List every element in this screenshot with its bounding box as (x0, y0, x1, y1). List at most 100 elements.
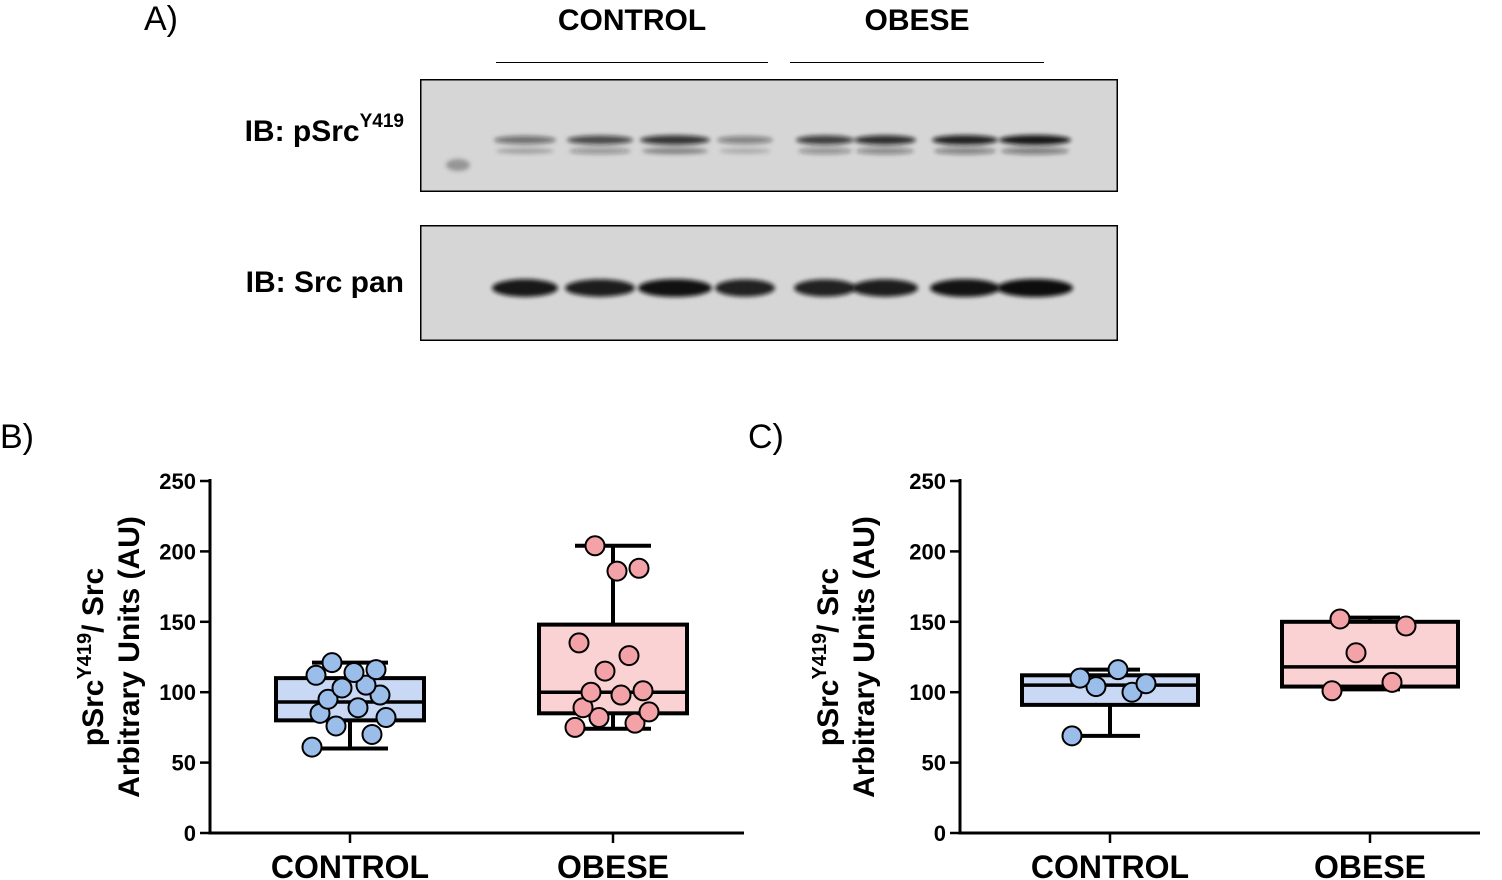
panel-a-letter: A) (144, 0, 178, 38)
blot-ladder-marker (446, 159, 470, 171)
blot-band (997, 279, 1073, 297)
blot-band (854, 135, 916, 155)
blot-group-rule-obese (790, 62, 1044, 63)
data-point (624, 712, 646, 734)
data-point (317, 688, 339, 710)
blot-membrane-psrc (420, 79, 1118, 192)
y-axis-label-line1-prefix: pSrc (77, 680, 110, 747)
data-point (347, 697, 369, 719)
y-tick-label: 0 (184, 821, 196, 846)
blot-row-label-psrc-text: IB: pSrc (244, 115, 360, 148)
y-axis-label-line2: Arbitrary Units (AU) (113, 516, 146, 798)
data-point (1381, 671, 1403, 693)
data-point (1069, 667, 1091, 689)
data-point (365, 659, 387, 681)
data-point (1061, 725, 1083, 747)
y-axis-label-line1-sup: Y419 (74, 633, 96, 680)
data-point (1321, 680, 1343, 702)
data-point (1085, 676, 1107, 698)
data-point (369, 684, 391, 706)
data-point (1329, 608, 1351, 630)
data-point (618, 645, 640, 667)
y-axis-label-line1: pSrcY419/ Src (809, 568, 845, 746)
blot-band (796, 135, 854, 155)
blot-row-label-psrc: IB: pSrcY419 (244, 111, 404, 149)
data-point (594, 660, 616, 682)
x-category-label: OBESE (1314, 849, 1426, 880)
data-point (610, 684, 632, 706)
y-axis-label-line1: pSrcY419/ Src (74, 568, 110, 746)
y-tick-label: 250 (159, 469, 196, 494)
data-point (321, 652, 343, 674)
data-point (606, 560, 628, 582)
data-point (1135, 673, 1157, 695)
blot-row-label-src-pan: IB: Src pan (246, 266, 404, 300)
data-point (1107, 659, 1129, 681)
y-tick-label: 0 (934, 821, 946, 846)
blot-row-label-psrc-sup: Y419 (359, 111, 404, 132)
blot-band (717, 136, 773, 154)
y-tick-label: 200 (909, 539, 946, 564)
data-point (588, 707, 610, 729)
blot-band (932, 135, 998, 155)
box-iqr (1020, 673, 1200, 707)
y-tick-label: 100 (159, 680, 196, 705)
blot-band (565, 279, 635, 297)
data-point (305, 664, 327, 686)
blot-group-rule-control (496, 62, 768, 63)
data-point (568, 632, 590, 654)
blot-group-label-control: CONTROL (557, 4, 707, 37)
data-point (301, 736, 323, 758)
data-point (1345, 642, 1367, 664)
y-tick-label: 150 (159, 610, 196, 635)
y-tick-label: 50 (172, 751, 196, 776)
box-iqr (1280, 619, 1460, 689)
y-axis-label-line1-sup: Y419 (809, 633, 831, 680)
blot-band (567, 135, 633, 155)
blot-band (494, 135, 556, 154)
blot-band (715, 279, 775, 297)
x-category-label: CONTROL (1031, 849, 1189, 880)
blot-membrane-background (420, 79, 1118, 192)
data-point (331, 677, 353, 699)
data-point (638, 701, 660, 723)
y-tick-label: 100 (909, 680, 946, 705)
blot-membrane-src-pan (420, 225, 1118, 341)
y-axis-label-line1-suffix: / Src (812, 568, 845, 633)
y-tick-label: 200 (159, 539, 196, 564)
blot-band (794, 279, 856, 297)
y-axis-label-line2: Arbitrary Units (AU) (848, 516, 881, 798)
blot-group-label-obese: OBESE (864, 4, 970, 37)
y-tick-label: 50 (922, 751, 946, 776)
y-tick-label: 150 (909, 610, 946, 635)
blot-band (930, 279, 1000, 297)
blot-row-label-src-pan-text: IB: Src pan (245, 266, 404, 299)
data-point (361, 723, 383, 745)
blot-band (852, 279, 918, 297)
data-point (375, 707, 397, 729)
y-axis-label-line1-suffix: / Src (77, 568, 110, 633)
data-point (343, 661, 365, 683)
blot-band (999, 135, 1071, 155)
data-point (564, 716, 586, 738)
data-point (580, 681, 602, 703)
data-point (1395, 615, 1417, 637)
data-point (584, 535, 606, 557)
y-axis-label-line1-prefix: pSrc (812, 680, 845, 747)
panel-b-letter: B) (0, 418, 34, 456)
data-point (632, 680, 654, 702)
data-point (628, 557, 650, 579)
x-category-label: CONTROL (271, 849, 429, 880)
panel-c-letter: C) (748, 418, 784, 456)
data-point (325, 715, 347, 737)
x-category-label: OBESE (557, 849, 669, 880)
data-point (355, 674, 377, 696)
blot-band (640, 135, 710, 155)
blot-band (492, 279, 558, 297)
blot-band (638, 279, 712, 297)
y-tick-label: 250 (909, 469, 946, 494)
